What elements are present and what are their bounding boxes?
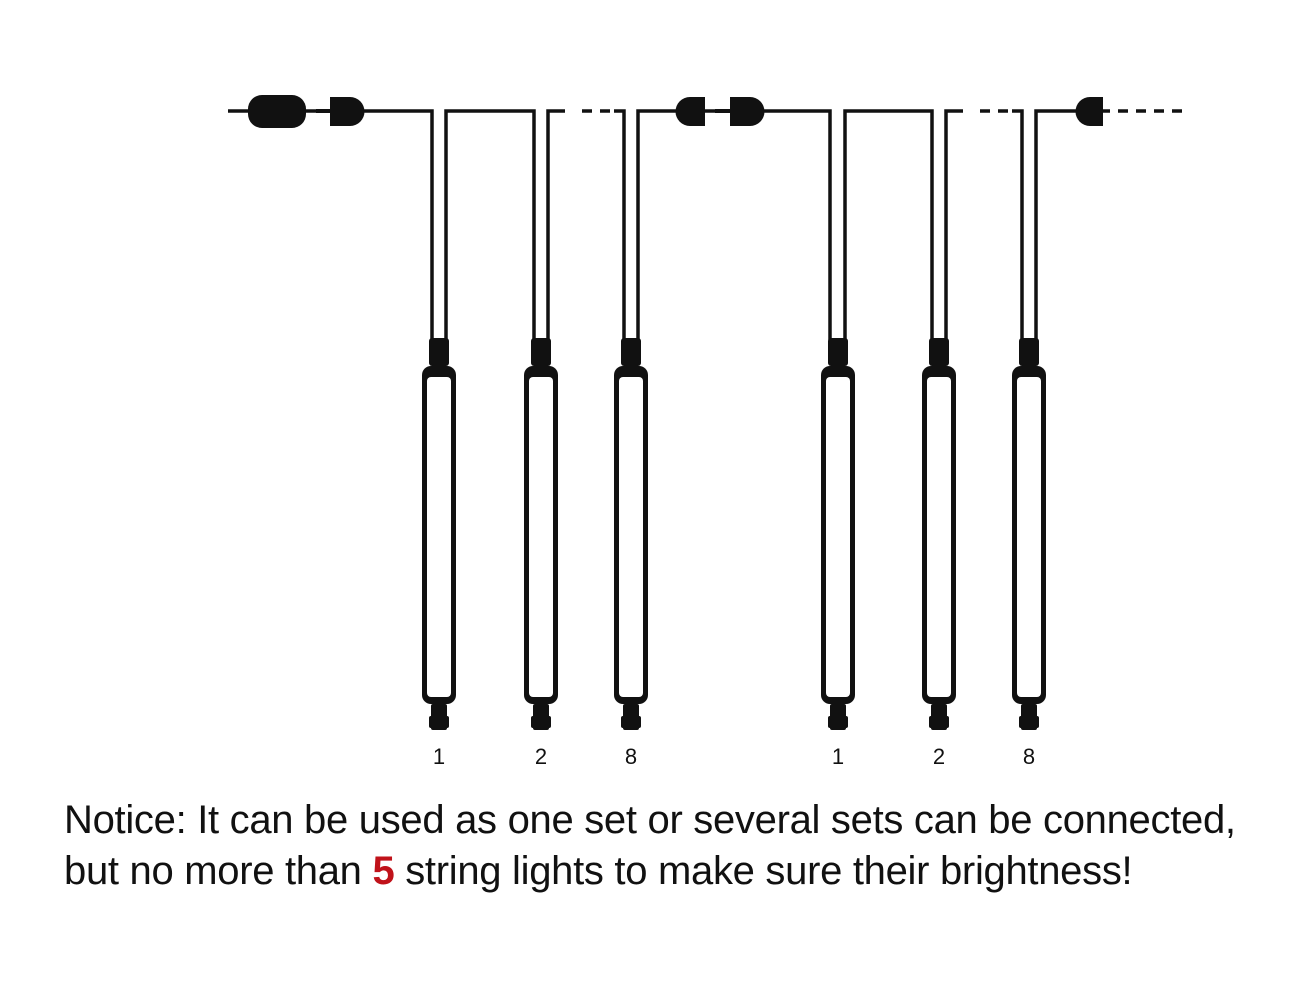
light-tube bbox=[821, 338, 855, 730]
notice-highlight-number: 5 bbox=[372, 849, 395, 893]
tube-label: 8 bbox=[625, 744, 637, 769]
light-tube bbox=[524, 338, 558, 730]
light-tube bbox=[1012, 338, 1046, 730]
link-socket-icon bbox=[715, 97, 765, 126]
end-plug-icon bbox=[675, 97, 705, 126]
notice-text-before: Notice: It can be used as one set or sev… bbox=[64, 798, 1236, 893]
tube-label: 2 bbox=[535, 744, 547, 769]
light-tube bbox=[614, 338, 648, 730]
tube-label: 1 bbox=[433, 744, 445, 769]
tube-label: 2 bbox=[933, 744, 945, 769]
light-tube bbox=[422, 338, 456, 730]
tube-label: 8 bbox=[1023, 744, 1035, 769]
notice-text-after: string lights to make sure their brightn… bbox=[394, 849, 1133, 893]
end-plug-icon bbox=[1075, 97, 1103, 126]
power-plug-icon bbox=[248, 95, 306, 128]
connection-diagram: 1 2 8 1 2 8 bbox=[228, 95, 1190, 769]
notice-text: Notice: It can be used as one set or sev… bbox=[64, 795, 1294, 897]
light-tube bbox=[922, 338, 956, 730]
main-power-line bbox=[228, 109, 1190, 340]
tube-label: 1 bbox=[832, 744, 844, 769]
socket-connector-icon bbox=[316, 97, 365, 126]
